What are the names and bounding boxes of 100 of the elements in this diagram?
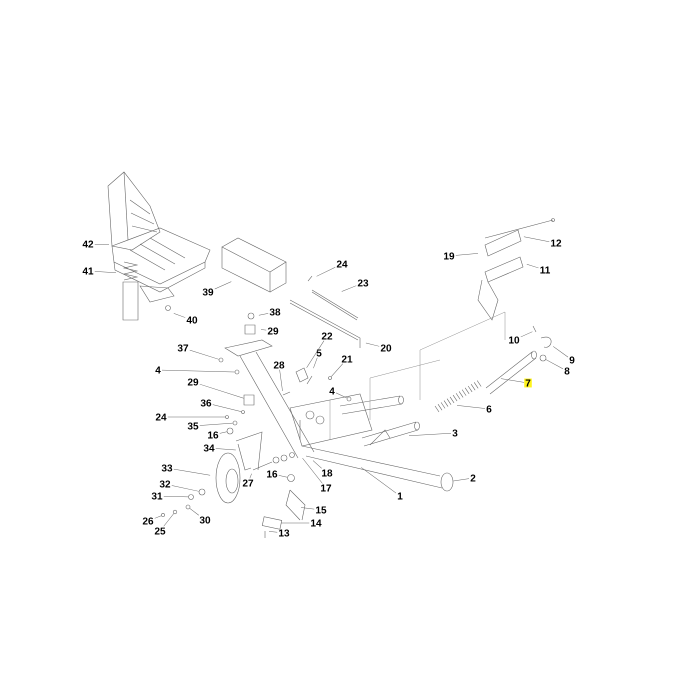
callout-number: 3 <box>452 429 458 437</box>
leader-line <box>330 363 344 377</box>
leader-line <box>214 281 232 290</box>
part-drawing <box>540 354 546 362</box>
leader-line <box>168 416 226 418</box>
callout-number: 22 <box>322 332 332 340</box>
leader-line <box>526 264 539 268</box>
callout-number: 16 <box>208 431 218 439</box>
part-drawing <box>161 513 165 517</box>
part-drawing <box>296 368 308 382</box>
leader-line <box>200 422 233 426</box>
callout-number: 39 <box>202 288 214 296</box>
callout-number: 28 <box>274 361 284 369</box>
callout-number: 21 <box>342 356 352 362</box>
part-drawing <box>440 472 454 492</box>
callout-number: 8 <box>564 367 570 375</box>
leader-line <box>366 342 380 347</box>
leader-line <box>306 340 324 368</box>
callout-number: 19 <box>444 252 454 260</box>
leader-line <box>300 507 314 510</box>
part-drawing <box>346 396 352 402</box>
callout-number: 27 <box>242 480 254 486</box>
part-drawing <box>172 510 178 514</box>
part-drawing <box>328 376 332 380</box>
callout-number: 17 <box>321 484 332 492</box>
leader-line <box>456 405 486 409</box>
callout-number: 31 <box>152 492 162 500</box>
callout-number: 13 <box>279 529 290 537</box>
callout-number: 20 <box>380 344 392 352</box>
callout-number: 25 <box>154 527 166 535</box>
leader-line <box>408 433 452 436</box>
callout-number: 15 <box>316 506 326 514</box>
part-drawing <box>262 516 282 530</box>
callout-number: 2 <box>470 474 476 482</box>
leader-line <box>200 384 244 399</box>
callout-number: 40 <box>186 316 198 324</box>
leader-line <box>520 331 533 338</box>
leader-line <box>174 313 186 318</box>
callout-number: 42 <box>82 240 94 248</box>
callout-number: 34 <box>204 444 214 452</box>
leader-line <box>500 378 524 383</box>
leader-line <box>212 404 242 412</box>
callout-number: 36 <box>200 399 212 407</box>
leader-line <box>360 467 396 494</box>
leader-line <box>341 285 356 292</box>
callout-number: 37 <box>178 344 188 352</box>
callout-number: 26 <box>142 517 154 525</box>
leader-line <box>260 329 266 330</box>
leader-line <box>336 392 348 398</box>
leader-line <box>220 432 228 434</box>
callout-number: 4 <box>329 388 335 394</box>
part-drawing <box>188 494 194 500</box>
leader-line <box>190 508 200 516</box>
part-drawing <box>218 358 224 362</box>
callout-number: 33 <box>162 464 172 472</box>
leader-line <box>453 478 470 482</box>
leader-line <box>250 473 252 479</box>
leader-line <box>172 485 200 492</box>
part-drawing <box>540 336 552 348</box>
part-drawing <box>232 420 238 426</box>
callout-number: 38 <box>270 308 280 316</box>
callout-number: 18 <box>322 469 332 477</box>
callout-number: 9 <box>570 356 574 364</box>
part-drawing <box>186 504 190 510</box>
leader-line <box>546 359 564 370</box>
leader-line <box>268 531 278 533</box>
leader-line <box>524 236 550 242</box>
leader-line <box>154 515 162 519</box>
leader-line <box>552 346 568 358</box>
part-drawing <box>241 410 245 414</box>
part-drawing <box>226 428 234 434</box>
leader-line <box>216 448 236 450</box>
leader-line <box>278 475 288 478</box>
callout-number: 10 <box>509 336 520 344</box>
callout-number: 4 <box>155 366 161 374</box>
callout-number: 32 <box>160 480 170 488</box>
leader-line <box>316 267 336 277</box>
leader-line <box>164 496 188 498</box>
callout-number: 16 <box>267 470 278 478</box>
callout-number: 35 <box>188 422 198 430</box>
leader-line <box>302 458 323 484</box>
leader-line <box>94 271 116 274</box>
leader-line <box>279 370 283 392</box>
leader-line <box>281 522 310 524</box>
callout-number: 30 <box>200 516 210 524</box>
leader-line <box>258 313 268 316</box>
callout-number: 23 <box>358 279 368 287</box>
leader-line <box>312 460 322 469</box>
leader-line <box>162 370 235 372</box>
leader-line <box>313 357 318 368</box>
callout-number: 11 <box>540 266 550 274</box>
callout-number: 5 <box>316 350 322 356</box>
part-drawing <box>198 488 206 496</box>
part-drawing <box>244 394 254 406</box>
leader-line <box>94 244 110 246</box>
callout-number: 7 <box>524 378 532 388</box>
callout-number: 29 <box>268 327 278 335</box>
callout-number: 24 <box>156 414 166 420</box>
callout-number: 6 <box>486 405 492 413</box>
part-drawing <box>234 370 240 374</box>
